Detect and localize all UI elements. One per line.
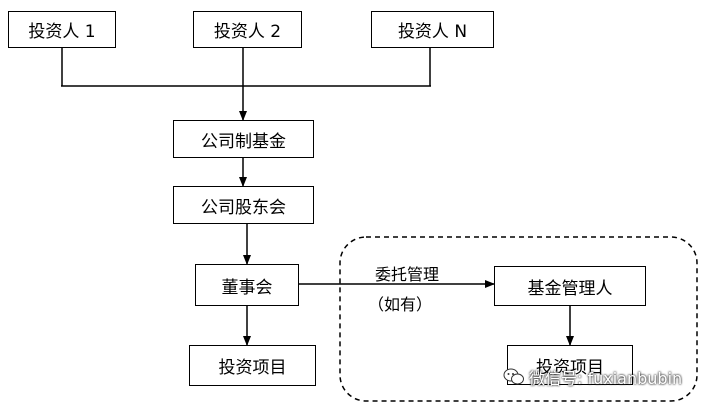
watermark-text: 微信号: fuxianbubin [529, 369, 683, 388]
investment-project-left-box: 投资项目 [189, 345, 316, 386]
corporate-fund-box: 公司制基金 [173, 120, 314, 158]
wechat-logo-icon [503, 368, 524, 385]
fund-manager-box: 基金管理人 [494, 266, 646, 306]
investor-1-box: 投资人 1 [8, 11, 116, 48]
investment-project-right-box: 投资项目 [507, 345, 633, 385]
entrust-management-label: 委托管理 [375, 265, 440, 284]
shareholders-meeting-box: 公司股东会 [173, 186, 314, 224]
if-any-label: （如有） [368, 295, 433, 314]
investor-n-box: 投资人 N [371, 11, 494, 48]
board-box: 董事会 [195, 264, 299, 306]
investor-2-box: 投资人 2 [193, 11, 302, 48]
wechat-watermark: 微信号: fuxianbubin [503, 364, 682, 390]
delegation-dashed-boundary [339, 236, 698, 402]
